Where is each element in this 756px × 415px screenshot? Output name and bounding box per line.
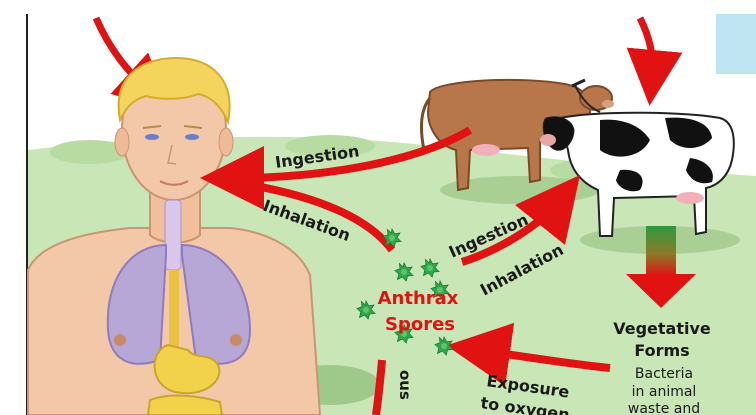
label-vegetative-line2: Forms [634, 341, 689, 360]
label-spores-line2: Spores [385, 314, 455, 335]
label-bacteria-line3: waste and [628, 401, 700, 415]
label-bacteria-line2: in animal [632, 384, 697, 400]
label-bacteria-line1: Bacteria [635, 366, 693, 382]
human-eye-left [145, 134, 159, 140]
sky-corner [716, 14, 756, 74]
label-spores-line1: Anthrax [378, 288, 459, 309]
label-vegetative-line1: Vegetative [613, 319, 711, 338]
human-eye-right [185, 134, 199, 140]
label-cutaneous-partial: ous [396, 370, 414, 400]
